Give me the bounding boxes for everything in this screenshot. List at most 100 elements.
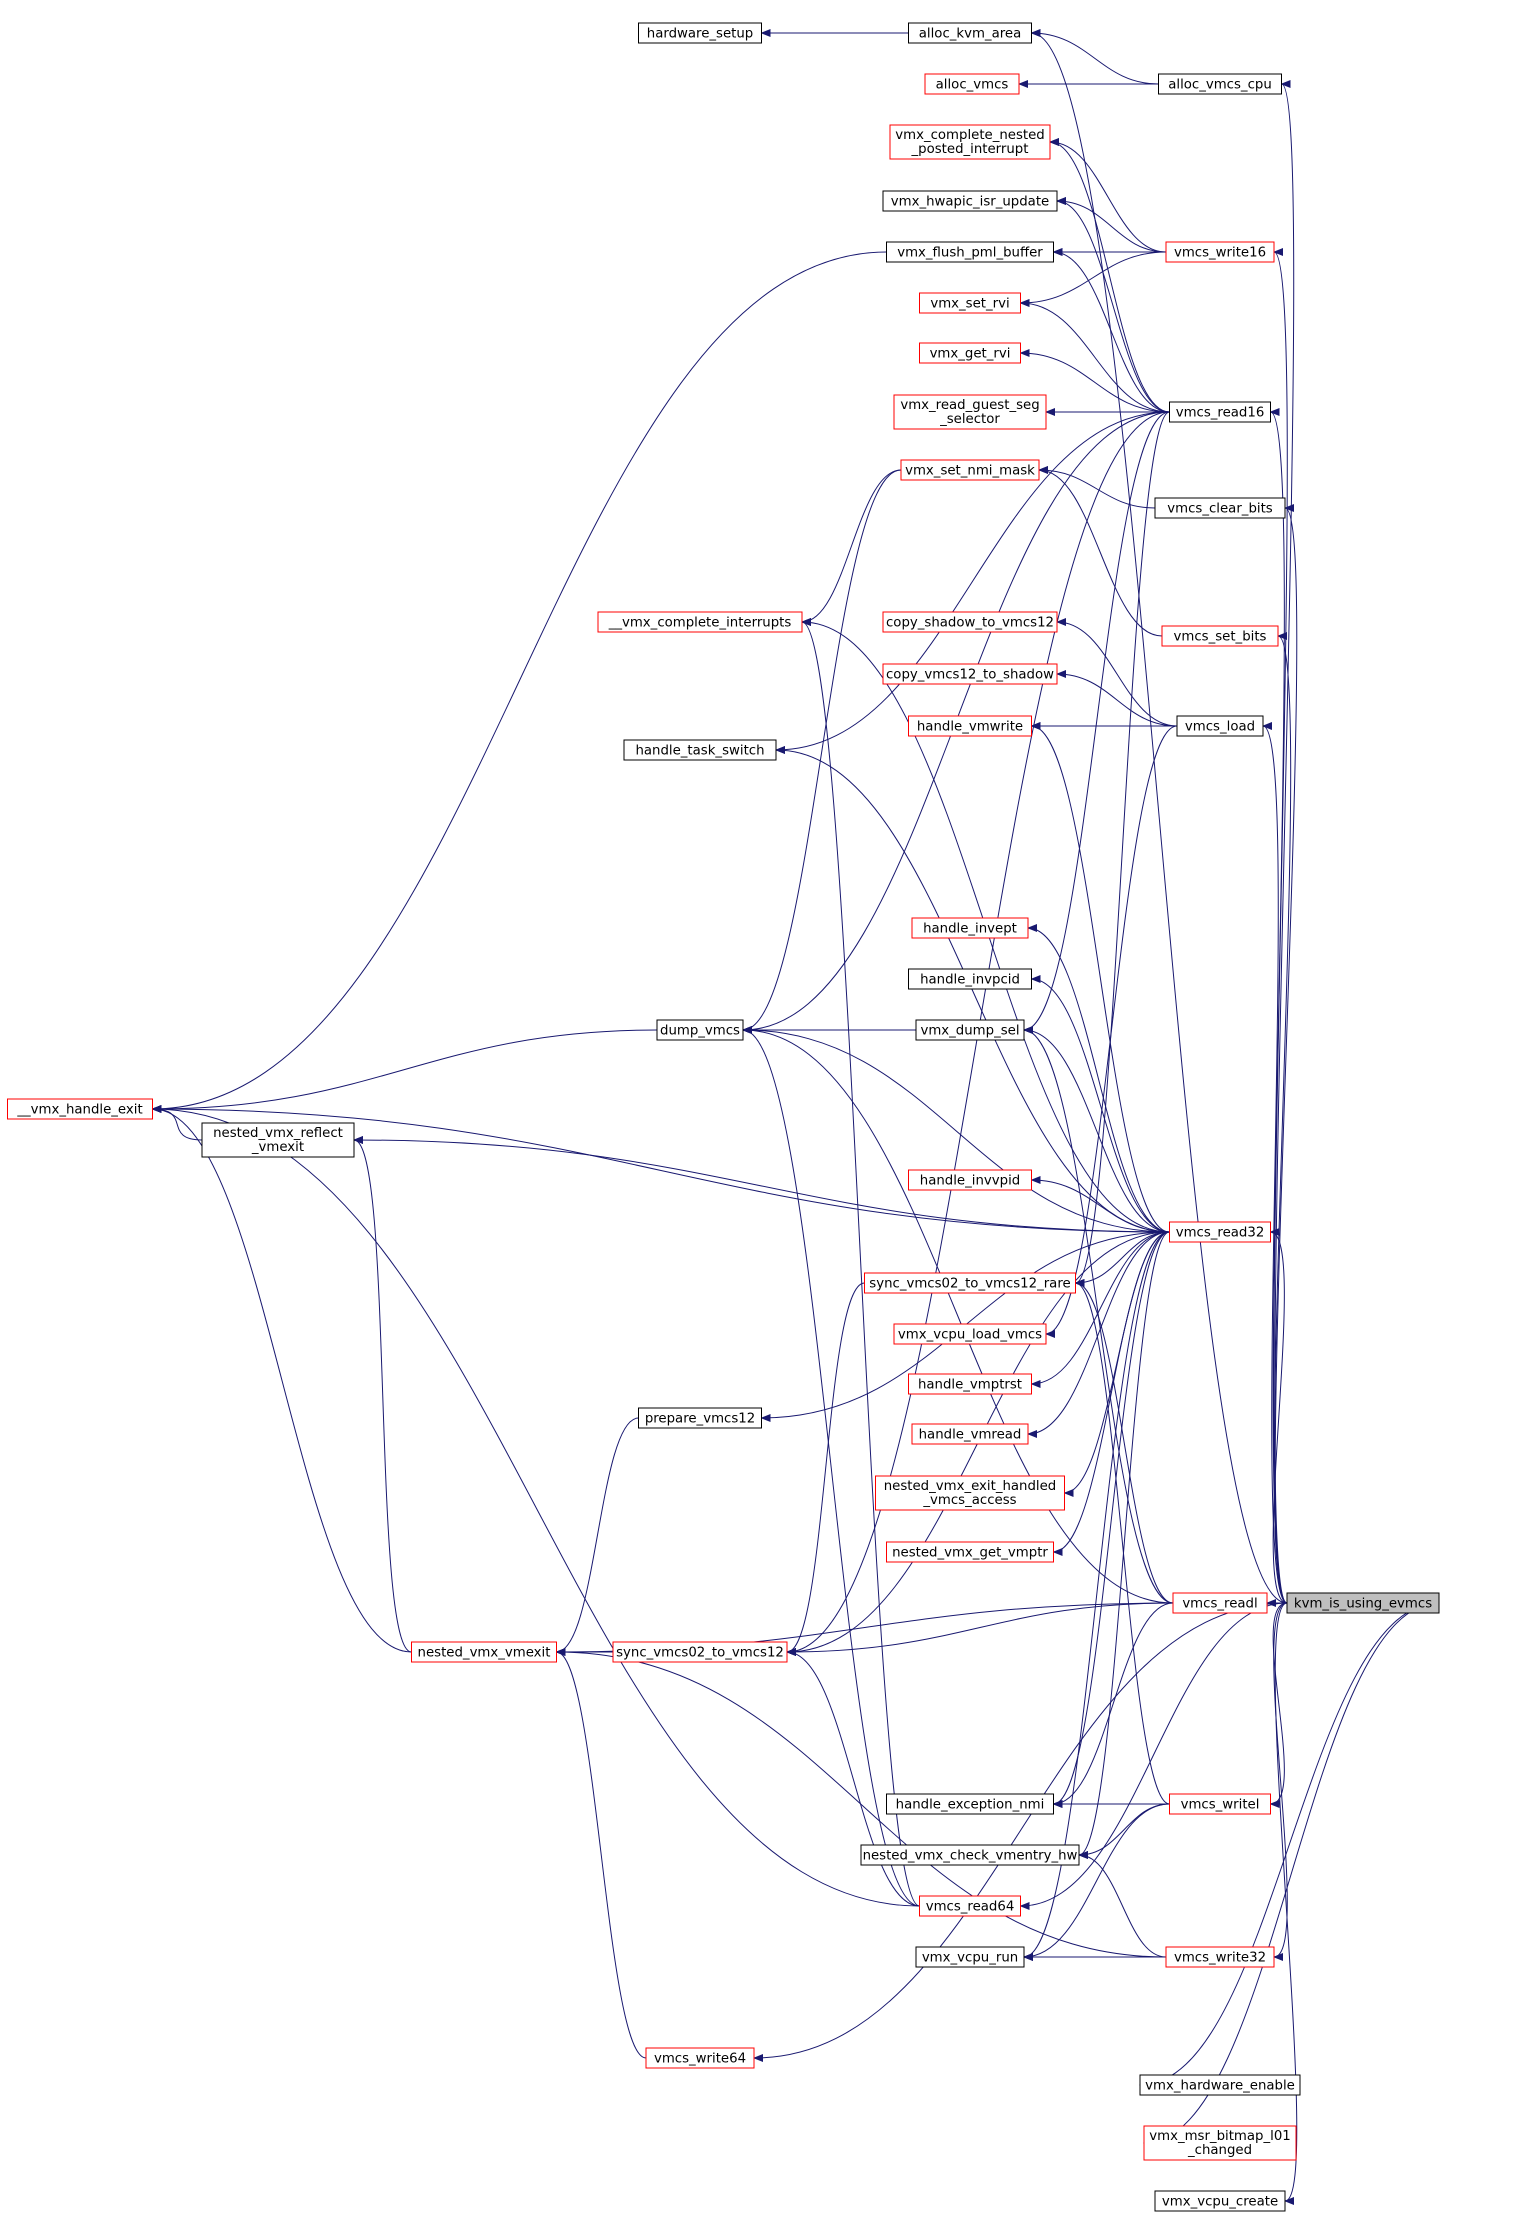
node-label: vmx_get_rvi bbox=[930, 347, 1011, 362]
node-copy_vmcs12_to_shadow[interactable]: copy_vmcs12_to_shadow bbox=[882, 663, 1058, 685]
node-vmx_dump_sel[interactable]: vmx_dump_sel bbox=[915, 1019, 1025, 1041]
node-nested_vmx_get_vmptr[interactable]: nested_vmx_get_vmptr bbox=[886, 1541, 1054, 1563]
node-alloc_vmcs_cpu[interactable]: alloc_vmcs_cpu bbox=[1158, 73, 1282, 95]
node-handle_invept[interactable]: handle_invept bbox=[911, 917, 1029, 939]
node-handle_exception_nmi[interactable]: handle_exception_nmi bbox=[886, 1793, 1054, 1815]
node-box bbox=[1158, 73, 1282, 95]
node-vmcs_writel[interactable]: vmcs_writel bbox=[1169, 1793, 1271, 1815]
node-alloc_vmcs[interactable]: alloc_vmcs bbox=[924, 73, 1020, 95]
node-label: vmcs_read32 bbox=[1176, 1226, 1265, 1241]
node-nested_vmx_vmexit[interactable]: nested_vmx_vmexit bbox=[411, 1641, 557, 1663]
node-label: vmcs_set_bits bbox=[1174, 630, 1267, 645]
node-vmcs_clear_bits[interactable]: vmcs_clear_bits bbox=[1154, 497, 1286, 519]
node-vmx_hardware_enable[interactable]: vmx_hardware_enable bbox=[1139, 2074, 1301, 2096]
call-edge-kvm_is_using_evmcs-to-vmx_vcpu_create bbox=[1274, 1602, 1298, 2205]
node-nested_vmx_exit_handled_vmcs_access[interactable]: nested_vmx_exit_handled_vmcs_access bbox=[875, 1475, 1065, 1511]
node-vmx_hwapic_isr_update[interactable]: vmx_hwapic_isr_update bbox=[882, 190, 1058, 212]
node-alloc_kvm_area[interactable]: alloc_kvm_area bbox=[908, 22, 1032, 44]
call-edge-kvm_is_using_evmcs-to-vmcs_write64 bbox=[753, 1602, 1288, 2062]
node-vmx_set_rvi[interactable]: vmx_set_rvi bbox=[919, 292, 1021, 314]
node-sync_vmcs02_to_vmcs12[interactable]: sync_vmcs02_to_vmcs12 bbox=[612, 1641, 788, 1663]
call-edge-vmcs_read16-to-vmx_set_rvi bbox=[1019, 299, 1170, 413]
node-sync_vmcs02_to_vmcs12_rare[interactable]: sync_vmcs02_to_vmcs12_rare bbox=[864, 1272, 1076, 1294]
node-box bbox=[1169, 1793, 1271, 1815]
node-label: sync_vmcs02_to_vmcs12_rare bbox=[869, 1277, 1070, 1292]
node-label: vmx_vcpu_create bbox=[1162, 2195, 1278, 2210]
call-edge-vmcs_read32-to-handle_task_switch bbox=[775, 746, 1170, 1233]
node-vmcs_write32[interactable]: vmcs_write32 bbox=[1165, 1946, 1275, 1968]
node-box bbox=[1165, 241, 1275, 263]
call-edge-vmcs_read16-to-vmx_get_rvi bbox=[1019, 349, 1170, 413]
node-hardware_setup[interactable]: hardware_setup bbox=[638, 22, 762, 44]
node-label: handle_vmread bbox=[919, 1428, 1022, 1443]
node-vmx_read_guest_seg_selector[interactable]: vmx_read_guest_seg_selector bbox=[893, 394, 1047, 430]
node-label: __vmx_handle_exit bbox=[16, 1103, 142, 1118]
node-box bbox=[908, 1169, 1032, 1191]
node-label: copy_shadow_to_vmcs12 bbox=[886, 616, 1054, 631]
node-label: vmx_msr_bitmap_l01 bbox=[1149, 2129, 1291, 2144]
node-vmx_complete_nested_posted_interrupt[interactable]: vmx_complete_nested_posted_interrupt bbox=[889, 124, 1051, 160]
node-box bbox=[882, 663, 1058, 685]
node-label: sync_vmcs02_to_vmcs12 bbox=[616, 1646, 784, 1661]
node-box bbox=[911, 917, 1029, 939]
node-kvm_is_using_evmcs[interactable]: kvm_is_using_evmcs bbox=[1286, 1592, 1440, 1614]
node-box bbox=[1143, 2125, 1297, 2161]
node-label: vmx_read_guest_seg bbox=[900, 398, 1039, 413]
node-label: handle_invept bbox=[923, 922, 1017, 937]
node-vmx_vcpu_run[interactable]: vmx_vcpu_run bbox=[915, 1946, 1025, 1968]
node-box bbox=[612, 1641, 788, 1663]
node-label: __vmx_complete_interrupts bbox=[608, 616, 792, 631]
node-vmcs_readl[interactable]: vmcs_readl bbox=[1172, 1592, 1268, 1614]
node-box bbox=[893, 1323, 1047, 1345]
call-edge-vmcs_write32-to-nested_vmx_vmexit bbox=[555, 1648, 1167, 1958]
call-edge-vmcs_load-to-copy_vmcs12_to_shadow bbox=[1056, 670, 1178, 727]
node-vmx_msr_bitmap_l01_changed[interactable]: vmx_msr_bitmap_l01_changed bbox=[1143, 2125, 1297, 2161]
node-vmcs_write16[interactable]: vmcs_write16 bbox=[1165, 241, 1275, 263]
call-edge-kvm_is_using_evmcs-to-vmcs_read32 bbox=[1269, 1228, 1288, 1604]
node-label: _vmcs_access bbox=[922, 1493, 1016, 1508]
call-edge-kvm_is_using_evmcs-to-vmx_hardware_enable bbox=[1139, 1602, 1440, 2089]
call-edge-vmcs_read64-to-__vmx_complete_interrupts bbox=[801, 618, 920, 1907]
node-handle_vmwrite[interactable]: handle_vmwrite bbox=[908, 715, 1032, 737]
node-vmcs_read64[interactable]: vmcs_read64 bbox=[919, 1895, 1021, 1917]
node-vmcs_load[interactable]: vmcs_load bbox=[1176, 715, 1264, 737]
node-label: alloc_vmcs_cpu bbox=[1168, 78, 1272, 93]
call-edge-vmcs_clear_bits-to-vmx_set_nmi_mask bbox=[1038, 466, 1156, 509]
node-vmx_flush_pml_buffer[interactable]: vmx_flush_pml_buffer bbox=[886, 241, 1054, 263]
node-handle_task_switch[interactable]: handle_task_switch bbox=[623, 739, 777, 761]
node-label: _vmexit bbox=[251, 1140, 304, 1155]
node-prepare_vmcs12[interactable]: prepare_vmcs12 bbox=[638, 1407, 762, 1429]
node-vmx_get_rvi[interactable]: vmx_get_rvi bbox=[919, 342, 1021, 364]
node-vmcs_read32[interactable]: vmcs_read32 bbox=[1169, 1221, 1271, 1243]
node-vmcs_read16[interactable]: vmcs_read16 bbox=[1169, 401, 1271, 423]
node-box bbox=[1154, 2190, 1286, 2212]
node-label: handle_vmptrst bbox=[918, 1378, 1022, 1393]
node-dump_vmcs[interactable]: dump_vmcs bbox=[656, 1019, 744, 1041]
node-vmx_set_nmi_mask[interactable]: vmx_set_nmi_mask bbox=[900, 459, 1040, 481]
node-copy_shadow_to_vmcs12[interactable]: copy_shadow_to_vmcs12 bbox=[882, 611, 1058, 633]
node-label: hardware_setup bbox=[647, 27, 753, 42]
node-vmcs_write64[interactable]: vmcs_write64 bbox=[645, 2047, 755, 2069]
node-vmcs_set_bits[interactable]: vmcs_set_bits bbox=[1161, 625, 1279, 647]
node-nested_vmx_reflect_vmexit[interactable]: nested_vmx_reflect_vmexit bbox=[201, 1122, 355, 1158]
node-box bbox=[860, 1844, 1080, 1866]
node-label: copy_vmcs12_to_shadow bbox=[886, 668, 1054, 683]
node-label: alloc_vmcs bbox=[936, 78, 1009, 93]
node-handle_vmread[interactable]: handle_vmread bbox=[911, 1423, 1029, 1445]
node-box bbox=[889, 124, 1051, 160]
node-box bbox=[1169, 1221, 1271, 1243]
node-__vmx_complete_interrupts[interactable]: __vmx_complete_interrupts bbox=[597, 611, 803, 633]
node-label: vmx_vcpu_load_vmcs bbox=[898, 1328, 1042, 1343]
node-nested_vmx_check_vmentry_hw[interactable]: nested_vmx_check_vmentry_hw bbox=[860, 1844, 1080, 1866]
node-handle_invpcid[interactable]: handle_invpcid bbox=[908, 968, 1032, 990]
node-vmx_vcpu_load_vmcs[interactable]: vmx_vcpu_load_vmcs bbox=[893, 1323, 1047, 1345]
node-vmx_vcpu_create[interactable]: vmx_vcpu_create bbox=[1154, 2190, 1286, 2212]
node-box bbox=[864, 1272, 1076, 1294]
node-label: vmcs_write32 bbox=[1174, 1951, 1266, 1966]
call-edge-vmcs_write32-to-nested_vmx_check_vmentry_hw bbox=[1078, 1851, 1167, 1958]
node-handle_invvpid[interactable]: handle_invvpid bbox=[908, 1169, 1032, 1191]
node-handle_vmptrst[interactable]: handle_vmptrst bbox=[908, 1373, 1032, 1395]
node-label: nested_vmx_get_vmptr bbox=[892, 1546, 1048, 1561]
node-__vmx_handle_exit[interactable]: __vmx_handle_exit bbox=[7, 1098, 153, 1120]
call-edge-nested_vmx_vmexit-to-__vmx_handle_exit bbox=[151, 1105, 412, 1653]
